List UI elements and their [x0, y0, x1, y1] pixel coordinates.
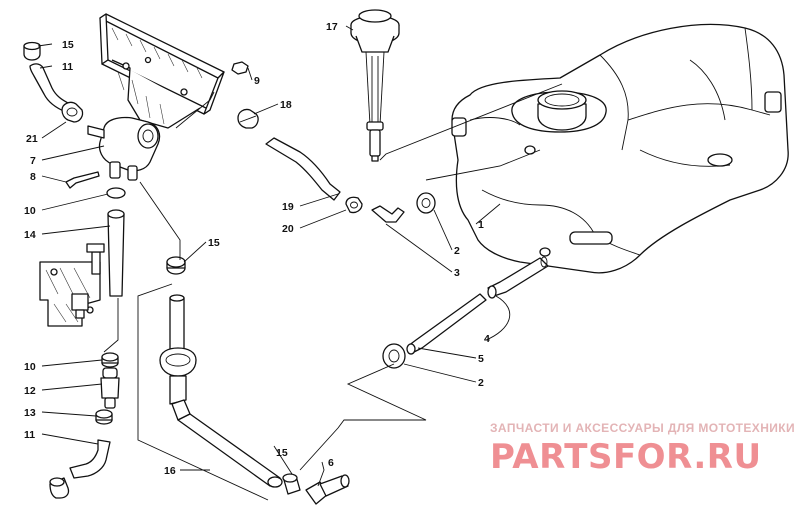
fuel-level-sender	[350, 9, 400, 162]
callout-3: 3	[454, 267, 460, 279]
callout-15-bottom: 15	[276, 447, 288, 459]
callout-11-bottom: 11	[24, 429, 35, 441]
callout-18: 18	[280, 99, 292, 111]
leader-lines	[37, 25, 563, 501]
callout-6: 6	[328, 457, 334, 469]
callout-10-lower: 10	[24, 361, 36, 373]
fuel-tank	[451, 23, 789, 274]
watermark-subtitle: ЗАПЧАСТИ И АКСЕССУАРЫ ДЛЯ МОТОТЕХНИКИ	[490, 421, 795, 435]
elbow-3	[371, 205, 405, 223]
nut-9	[231, 61, 249, 75]
clamp-21	[61, 101, 84, 123]
callout-9: 9	[254, 75, 260, 87]
sensor-bracket	[39, 243, 105, 327]
callout-7: 7	[30, 155, 36, 167]
clamp-15-lower	[282, 473, 301, 495]
fuel-pump	[87, 116, 161, 181]
callout-19: 19	[282, 201, 294, 213]
callout-14: 14	[24, 229, 36, 241]
callout-10-upper: 10	[24, 205, 36, 217]
screw-8	[65, 171, 100, 189]
clip-18	[237, 108, 259, 129]
filter-12	[100, 367, 120, 409]
cap-15-top	[23, 41, 41, 61]
callout-5: 5	[478, 353, 484, 365]
hose-11-bottom	[69, 439, 111, 479]
callout-8: 8	[30, 171, 36, 183]
callout-labels: 15 11 21 7 8 10 14 10 12 13 11 15 16 15 …	[24, 21, 490, 477]
callout-21: 21	[26, 133, 38, 145]
hose-14	[106, 187, 126, 297]
fitting-20	[345, 196, 363, 214]
callout-17: 17	[326, 21, 338, 33]
callout-16: 16	[164, 465, 176, 477]
callout-11-top: 11	[62, 61, 73, 73]
vent-hose-16	[159, 256, 283, 488]
callout-12: 12	[24, 385, 36, 397]
watermark: ЗАПЧАСТИ И АКСЕССУАРЫ ДЛЯ МОТОТЕХНИКИ PA…	[490, 421, 795, 477]
elbow-6	[305, 474, 350, 505]
watermark-logo: PARTSFOR.RU	[490, 437, 762, 477]
tube-5	[406, 293, 487, 355]
callout-1: 1	[478, 219, 484, 231]
cap-15-bottom	[49, 477, 70, 499]
callout-4: 4	[484, 333, 490, 345]
callout-2-bottom: 2	[478, 377, 484, 389]
callout-20: 20	[282, 223, 294, 235]
callout-15-top: 15	[62, 39, 74, 51]
mounting-bracket	[99, 13, 225, 129]
callout-13: 13	[24, 407, 36, 419]
tube-4	[487, 256, 549, 299]
callout-2-top: 2	[454, 245, 460, 257]
clamp-13	[95, 409, 113, 425]
grommet-2-top	[416, 192, 436, 214]
callout-15-middle: 15	[208, 237, 220, 249]
grommet-10-lower	[101, 352, 119, 368]
hose-19	[265, 137, 341, 201]
grommet-2-bottom	[382, 343, 406, 369]
